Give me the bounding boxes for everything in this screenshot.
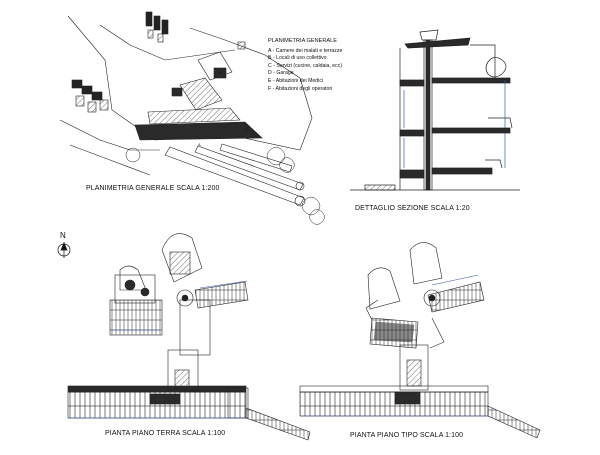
caption-section: DETTAGLIO SEZIONE SCALA 1:20 xyxy=(355,205,470,212)
site-plan xyxy=(59,11,325,225)
site-ramps xyxy=(164,143,306,207)
legend-item: A - Camere dei malati e terrazze xyxy=(268,47,343,54)
section-detail xyxy=(350,29,520,191)
houses-e xyxy=(71,79,109,113)
legend-item: C - Servizi (cucine, caldaia, ecc) xyxy=(268,62,343,69)
legend-item: F - Abitazioni degli operatori xyxy=(268,85,333,92)
site-road xyxy=(99,24,236,61)
site-contour xyxy=(69,144,151,176)
legend: PLANIMETRIA GENERALE A - Camere dei mala… xyxy=(268,38,342,93)
ground-floor-plan xyxy=(67,233,311,441)
north-label: N xyxy=(60,231,66,240)
north-arrow-icon xyxy=(57,242,71,258)
site-mark-c: C xyxy=(246,126,249,131)
caption-typical-floor: PIANTA PIANO TIPO SCALA 1:100 xyxy=(350,432,464,439)
legend-title: PLANIMETRIA GENERALE xyxy=(268,38,338,44)
legend-item: B - Locali di uso collettivo xyxy=(268,55,327,62)
vegetation xyxy=(125,146,325,225)
typical-floor-plan xyxy=(299,242,541,439)
ramp-ground xyxy=(245,407,311,441)
parking-mark xyxy=(237,41,246,50)
legend-item: E - Abitazioni dei Medici xyxy=(268,77,324,84)
site-mark-a: A xyxy=(198,142,201,147)
main-building xyxy=(134,51,263,141)
ward-wing-typical xyxy=(299,391,489,417)
site-mark-b: B xyxy=(218,70,221,75)
site-path xyxy=(59,119,160,151)
site-boundary xyxy=(67,15,313,151)
houses-f xyxy=(145,11,169,43)
caption-site-plan: PLANIMETRIA GENERALE SCALA 1:200 xyxy=(86,185,220,192)
legend-item: D - Garage xyxy=(268,70,294,77)
ramp-typical xyxy=(487,405,541,439)
caption-ground-floor: PIANTA PIANO TERRA SCALA 1:100 xyxy=(105,430,226,437)
